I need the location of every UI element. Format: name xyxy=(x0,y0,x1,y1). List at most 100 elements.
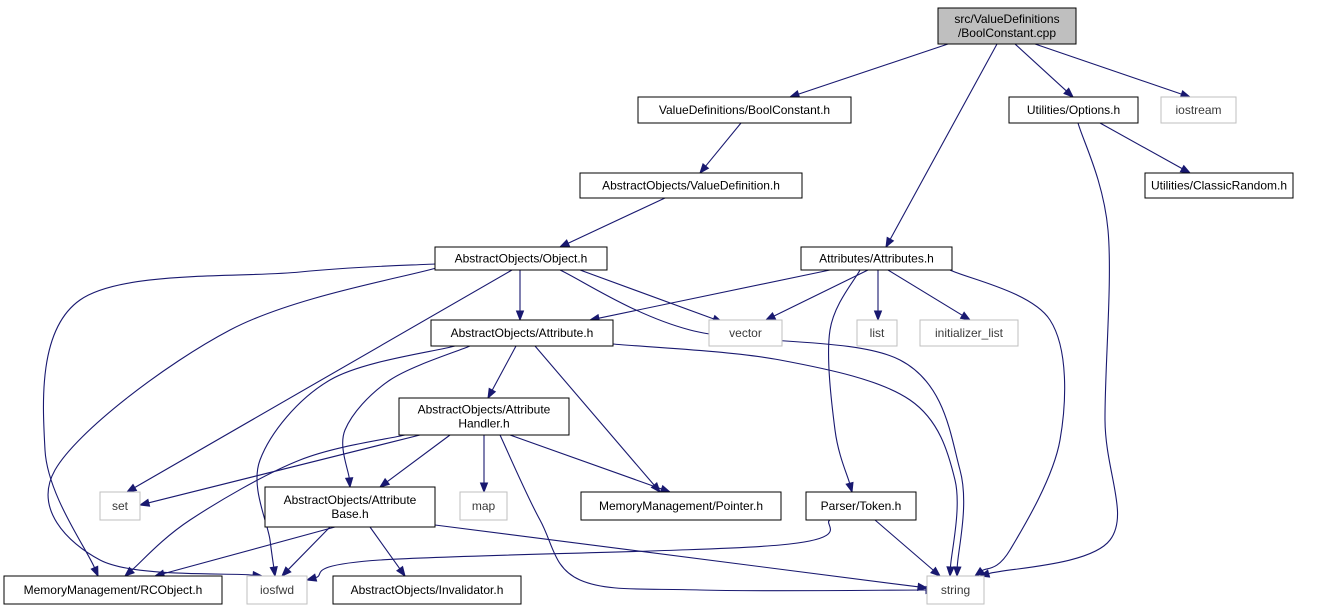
node-iostream[interactable]: iostream xyxy=(1160,96,1237,124)
node-box xyxy=(264,486,436,528)
edge-attributes_h-to-token_h xyxy=(828,269,861,494)
node-options_h[interactable]: Utilities/Options.h xyxy=(1008,96,1139,124)
node-vector[interactable]: vector xyxy=(708,319,783,347)
edge-line xyxy=(534,345,655,486)
edge-attributes_h-to-list xyxy=(873,270,883,322)
edge-arrowhead xyxy=(885,236,895,249)
edge-line xyxy=(1099,122,1183,170)
node-object_h[interactable]: AbstractObjects/Object.h xyxy=(434,246,608,271)
edge-arrowhead xyxy=(1179,164,1192,174)
node-label: Handler.h xyxy=(458,417,509,431)
edge-root-to-attributes_h xyxy=(885,43,998,249)
node-rcobject_h[interactable]: MemoryManagement/RCObject.h xyxy=(3,575,223,605)
node-string[interactable]: string xyxy=(926,575,985,605)
edge-line xyxy=(559,269,965,568)
node-box xyxy=(580,491,782,521)
node-initializer_list[interactable]: initializer_list xyxy=(919,319,1019,347)
edge-line xyxy=(315,519,831,579)
edge-arrowhead xyxy=(1063,87,1075,98)
edge-line xyxy=(42,263,436,568)
edge-attrbase_h-to-invalidator_h xyxy=(369,526,406,578)
node-box xyxy=(99,491,141,521)
edge-attrbase_h-to-iosfwd xyxy=(281,526,331,577)
node-label: ValueDefinitions/BoolConstant.h xyxy=(659,103,830,117)
edge-line xyxy=(509,434,662,490)
edge-object_h-to-rcobject_h xyxy=(42,263,436,578)
edge-line xyxy=(874,519,934,571)
node-pointer_h[interactable]: MemoryManagement/Pointer.h xyxy=(580,491,782,521)
edge-line xyxy=(256,345,456,568)
edge-line xyxy=(705,122,742,167)
dependency-nodes: src/ValueDefinitions/BoolConstant.cppVal… xyxy=(3,7,1294,605)
node-list[interactable]: list xyxy=(856,319,898,347)
node-box xyxy=(937,7,1077,45)
edge-boolconst_h-to-valuedef_h xyxy=(699,122,742,175)
node-box xyxy=(434,246,608,271)
edge-line xyxy=(369,526,401,569)
node-label: iostream xyxy=(1175,103,1221,117)
edge-arrowhead xyxy=(946,566,955,578)
node-label: AbstractObjects/Attribute xyxy=(418,403,551,417)
node-label: AbstractObjects/Invalidator.h xyxy=(351,583,504,597)
edge-attrbase_h-to-rcobject_h xyxy=(153,526,336,578)
edge-attrhandler_h-to-map xyxy=(479,435,489,494)
node-label: initializer_list xyxy=(935,326,1004,340)
edge-arrowhead xyxy=(269,565,278,578)
node-invalidator_h[interactable]: AbstractObjects/Invalidator.h xyxy=(332,575,522,605)
edge-attributes_h-to-attribute_h xyxy=(588,269,831,323)
edge-arrowhead xyxy=(138,498,151,507)
node-label: AbstractObjects/Attribute xyxy=(284,493,417,507)
node-box xyxy=(708,319,783,347)
node-label: Parser/Token.h xyxy=(821,499,902,513)
node-label: /BoolConstant.cpp xyxy=(958,26,1056,40)
node-box xyxy=(919,319,1019,347)
node-set[interactable]: set xyxy=(99,491,141,521)
edge-line xyxy=(491,345,517,391)
node-valuedef_h[interactable]: AbstractObjects/ValueDefinition.h xyxy=(579,172,803,199)
edge-line xyxy=(828,269,861,484)
node-map[interactable]: map xyxy=(459,491,508,521)
edge-arrowhead xyxy=(917,582,929,591)
edge-line xyxy=(988,122,1118,575)
edge-arrowhead xyxy=(90,565,99,578)
edge-object_h-to-set xyxy=(125,269,513,493)
node-attribute_h[interactable]: AbstractObjects/Attribute.h xyxy=(430,319,614,347)
edge-valuedef_h-to-object_h xyxy=(558,197,666,248)
node-label: vector xyxy=(729,326,762,340)
edge-arrowhead xyxy=(123,566,135,577)
edge-arrowhead xyxy=(1179,89,1192,98)
node-token_h[interactable]: Parser/Token.h xyxy=(805,491,917,521)
edge-line xyxy=(386,434,451,483)
edge-attrhandler_h-to-attrbase_h xyxy=(378,434,451,488)
node-iosfwd[interactable]: iosfwd xyxy=(246,575,308,605)
edge-arrowhead xyxy=(953,566,962,578)
edge-line xyxy=(567,197,666,244)
node-label: set xyxy=(112,499,129,513)
edge-token_h-to-iosfwd xyxy=(305,519,831,582)
node-boolconst_h[interactable]: ValueDefinitions/BoolConstant.h xyxy=(637,96,852,124)
edge-attribute_h-to-iosfwd xyxy=(256,345,456,578)
node-label: MemoryManagement/RCObject.h xyxy=(24,583,203,597)
edge-attrbase_h-to-string xyxy=(434,524,929,591)
edge-attrhandler_h-to-rcobject_h xyxy=(123,434,406,577)
node-box xyxy=(459,491,508,521)
edge-arrowhead xyxy=(479,482,489,494)
node-classicrandom_h[interactable]: Utilities/ClassicRandom.h xyxy=(1144,172,1294,199)
node-box xyxy=(856,319,898,347)
node-box xyxy=(637,96,852,124)
node-box xyxy=(579,172,803,199)
edge-root-to-iostream xyxy=(1034,43,1192,98)
node-box xyxy=(3,575,223,605)
node-attributes_h[interactable]: Attributes/Attributes.h xyxy=(800,246,953,271)
node-box xyxy=(246,575,308,605)
edge-line xyxy=(163,526,336,575)
node-root[interactable]: src/ValueDefinitions/BoolConstant.cpp xyxy=(937,7,1077,45)
edge-arrowhead xyxy=(378,477,391,488)
edge-arrowhead xyxy=(788,89,801,99)
edge-line xyxy=(499,434,927,592)
edge-attrhandler_h-to-pointer_h xyxy=(509,434,672,493)
edge-line xyxy=(579,269,714,320)
